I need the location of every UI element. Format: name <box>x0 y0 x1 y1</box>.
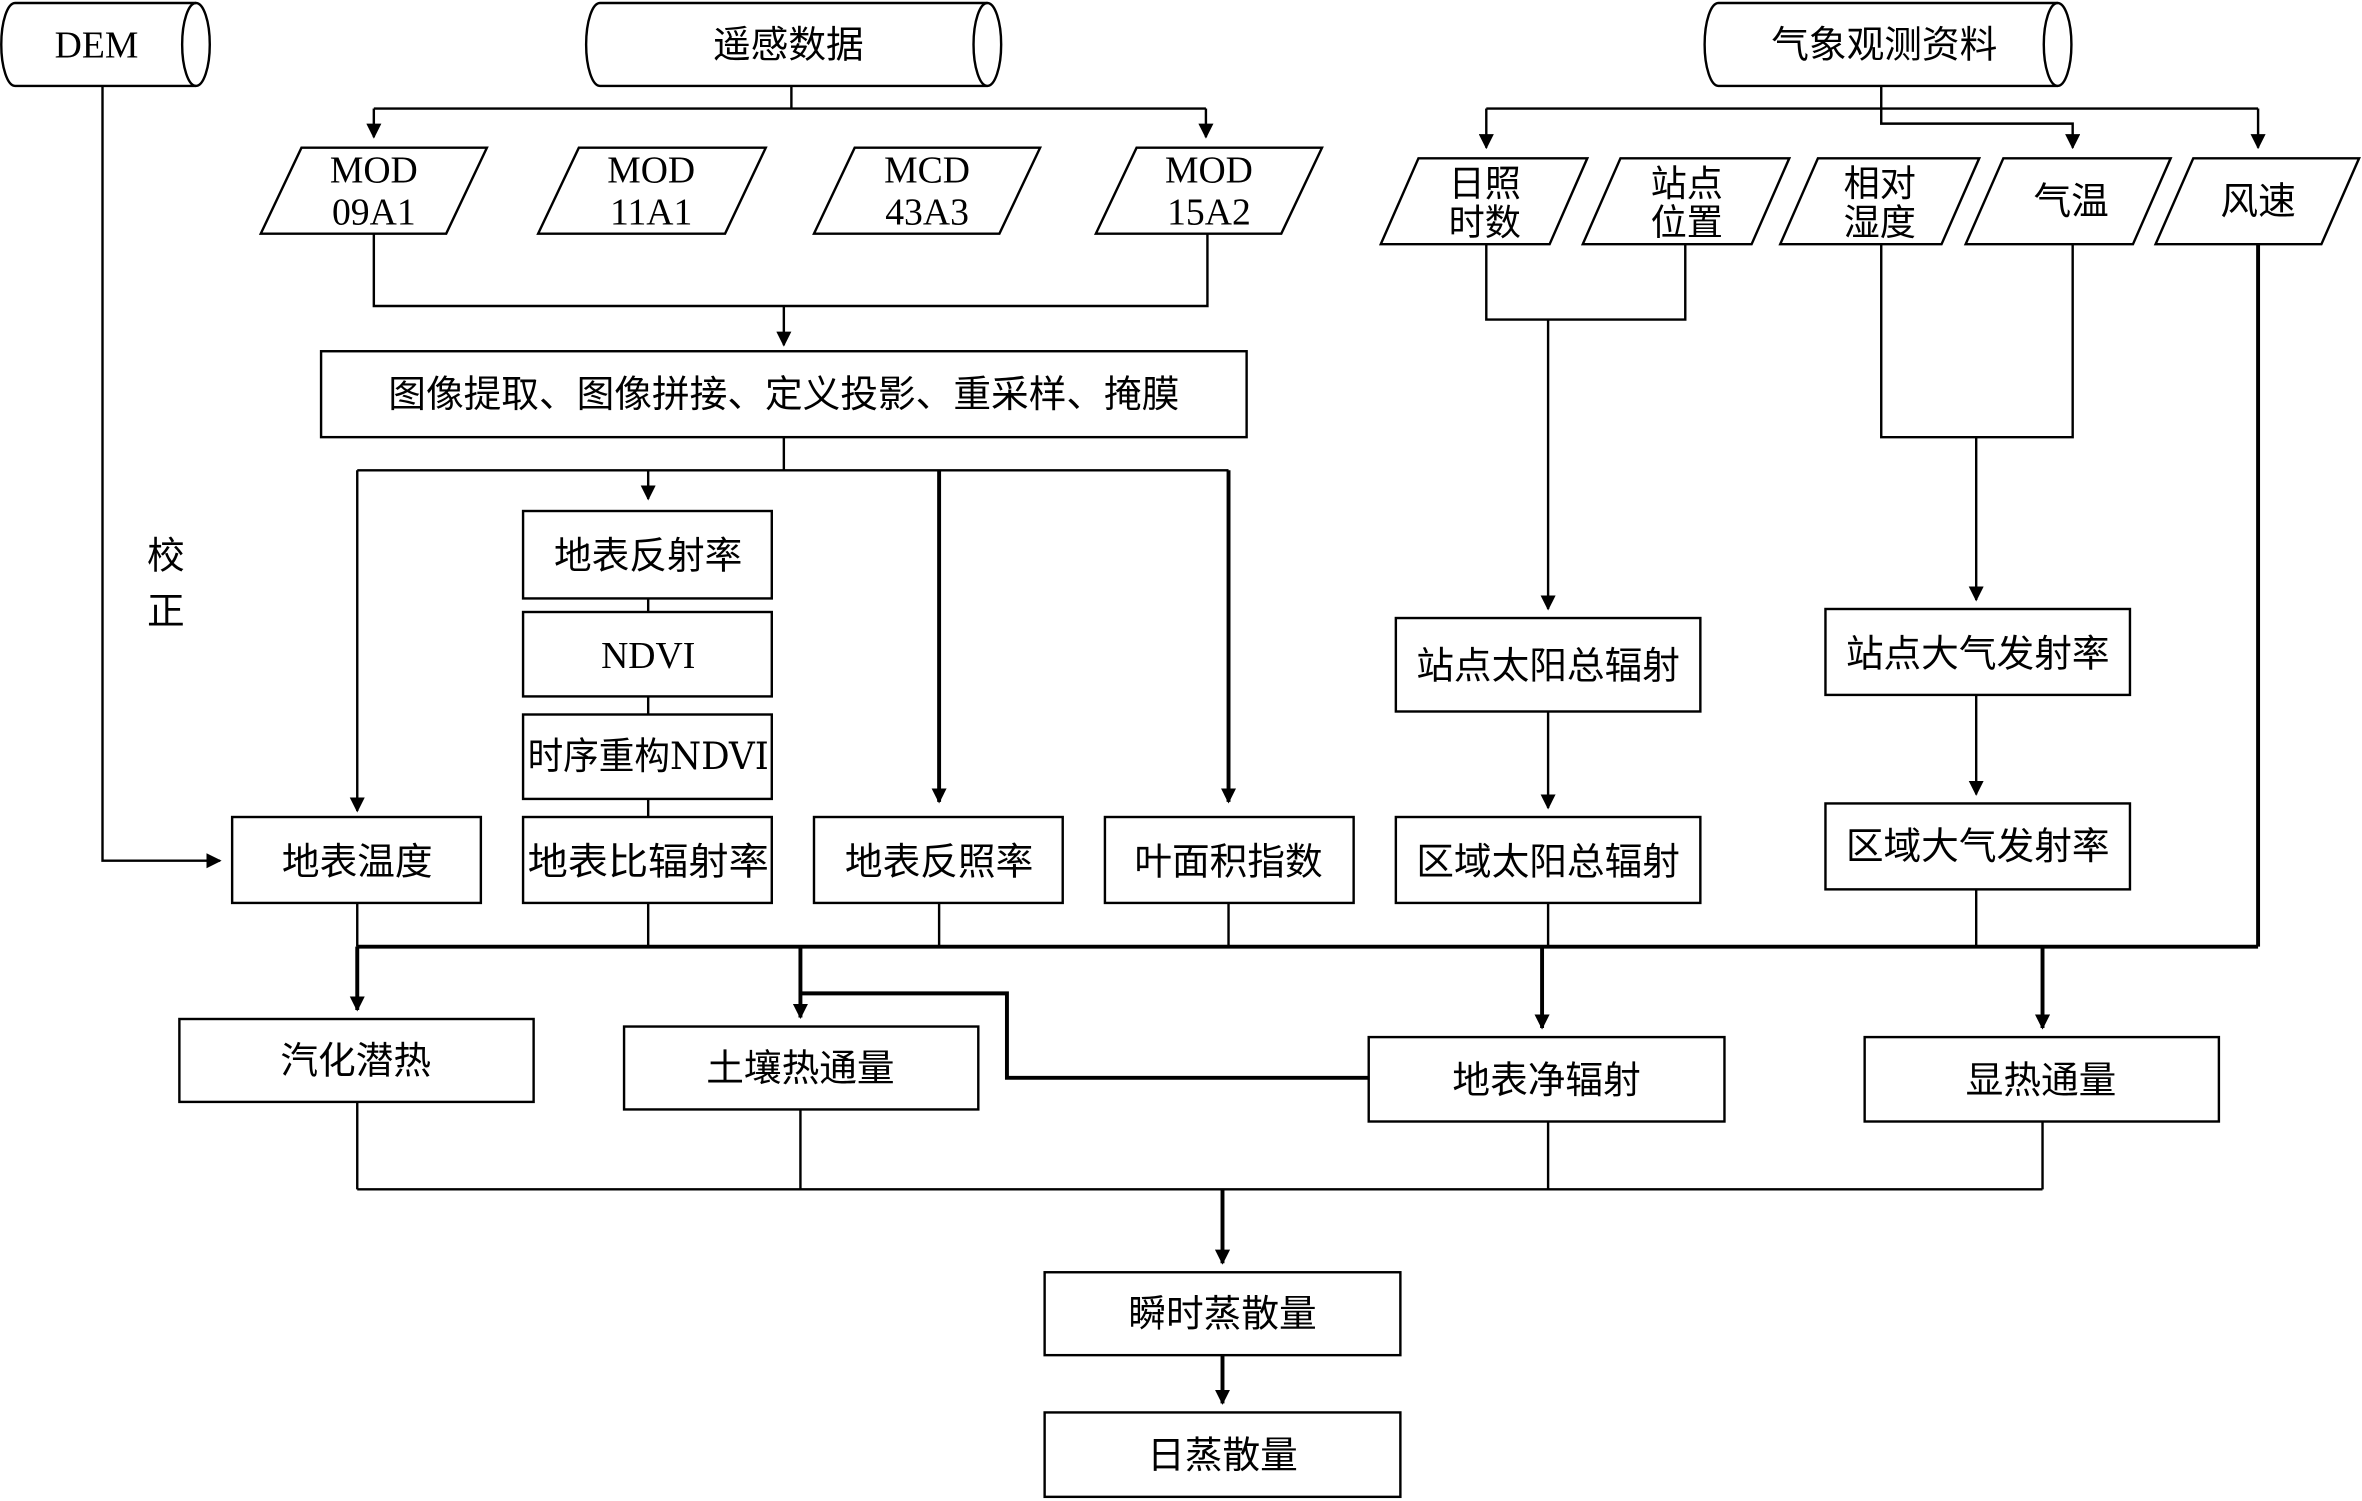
meteorological-label: 气象观测资料 <box>1771 22 1997 66</box>
daily-et-box: 日蒸散量 <box>1043 1411 1402 1499</box>
dem-label: DEM <box>55 24 139 66</box>
product-mod11a1: MOD 11A1 <box>536 146 768 235</box>
met-relative-humidity: 相对 湿度 <box>1778 157 1982 246</box>
station-atm-emissivity-label: 站点大气发射率 <box>1846 631 2110 675</box>
product-line-1: MOD <box>330 149 418 191</box>
latent-heat-box: 汽化潜热 <box>178 1017 535 1104</box>
preprocessing-box: 图像提取、图像拼接、定义投影、重采样、掩膜 <box>319 350 1248 439</box>
met-line-1: 站点 <box>1651 162 1723 205</box>
product-line-2: 43A3 <box>885 192 969 234</box>
sensible-heat-label: 显热通量 <box>1966 1058 2117 1102</box>
surface-temperature-box: 地表温度 <box>230 815 483 905</box>
product-line-2: 15A2 <box>1167 192 1251 234</box>
soil-heat-flux-label: 土壤热通量 <box>706 1046 894 1090</box>
regional-atm-emissivity-label: 区域大气发射率 <box>1846 824 2110 868</box>
correction-label-1: 校 <box>147 533 185 577</box>
station-solar-radiation-label: 站点太阳总辐射 <box>1416 643 1680 687</box>
met-line-1: 日照 <box>1449 162 1521 205</box>
sensible-heat-box: 显热通量 <box>1863 1035 2221 1123</box>
instantaneous-et-label: 瞬时蒸散量 <box>1128 1292 1316 1336</box>
met-label: 气温 <box>2033 179 2108 223</box>
connectors <box>101 85 2266 1405</box>
met-line-2: 位置 <box>1651 201 1723 244</box>
met-label: 风速 <box>2220 179 2295 223</box>
ndvi-reconstructed-label: 时序重构NDVI <box>528 734 769 778</box>
surface-emissivity-label: 地表比辐射率 <box>528 839 769 883</box>
station-atm-emissivity-box: 站点大气发射率 <box>1824 607 2132 697</box>
daily-et-label: 日蒸散量 <box>1147 1433 1298 1477</box>
ndvi-box: NDVI <box>521 610 773 698</box>
regional-solar-radiation-label: 区域太阳总辐射 <box>1416 839 1680 883</box>
station-solar-radiation-box: 站点太阳总辐射 <box>1394 616 1702 713</box>
regional-solar-radiation-box: 区域太阳总辐射 <box>1394 815 1702 905</box>
met-line-2: 时数 <box>1449 201 1521 244</box>
product-line-1: MOD <box>1165 149 1253 191</box>
surface-reflectance-label: 地表反射率 <box>554 533 742 577</box>
product-line-1: MOD <box>607 149 695 191</box>
met-line-2: 湿度 <box>1844 201 1916 244</box>
surface-temperature-label: 地表温度 <box>282 839 433 883</box>
lai-label: 叶面积指数 <box>1134 839 1322 883</box>
surface-reflectance-box: 地表反射率 <box>521 509 773 600</box>
product-line-1: MCD <box>884 149 970 191</box>
product-mcd43a3: MCD 43A3 <box>812 146 1043 235</box>
preprocessing-label: 图像提取、图像拼接、定义投影、重采样、掩膜 <box>388 372 1179 416</box>
meteorological-source: 气象观测资料 <box>1703 1 2073 88</box>
product-line-2: 09A1 <box>332 192 416 234</box>
surface-albedo-label: 地表反照率 <box>845 839 1033 883</box>
lai-box: 叶面积指数 <box>1103 815 1355 905</box>
product-line-2: 11A1 <box>610 192 692 234</box>
net-radiation-label: 地表净辐射 <box>1452 1058 1640 1102</box>
met-wind-speed: 风速 <box>2153 157 2361 246</box>
met-sunshine-hours: 日照 时数 <box>1378 157 1590 246</box>
ndvi-reconstructed-box: 时序重构NDVI <box>521 713 773 801</box>
product-mod09a1: MOD 09A1 <box>258 146 489 235</box>
ndvi-label: NDVI <box>601 635 695 677</box>
instantaneous-et-box: 瞬时蒸散量 <box>1043 1271 1402 1357</box>
dem-source: DEM <box>0 1 211 88</box>
latent-heat-label: 汽化潜热 <box>280 1038 431 1082</box>
met-air-temperature: 气温 <box>1963 157 2173 246</box>
remote-sensing-source: 遥感数据 <box>584 1 1003 88</box>
surface-albedo-box: 地表反照率 <box>812 815 1064 905</box>
met-line-1: 相对 <box>1844 162 1916 205</box>
met-station-location: 站点 位置 <box>1580 157 1792 246</box>
correction-label-2: 正 <box>147 589 185 633</box>
soil-heat-flux-box: 土壤热通量 <box>622 1025 980 1111</box>
remote-sensing-label: 遥感数据 <box>713 22 864 66</box>
net-radiation-box: 地表净辐射 <box>1367 1035 1726 1123</box>
product-mod15a2: MOD 15A2 <box>1093 146 1324 235</box>
regional-atm-emissivity-box: 区域大气发射率 <box>1824 802 2132 891</box>
surface-emissivity-box: 地表比辐射率 <box>521 815 773 905</box>
